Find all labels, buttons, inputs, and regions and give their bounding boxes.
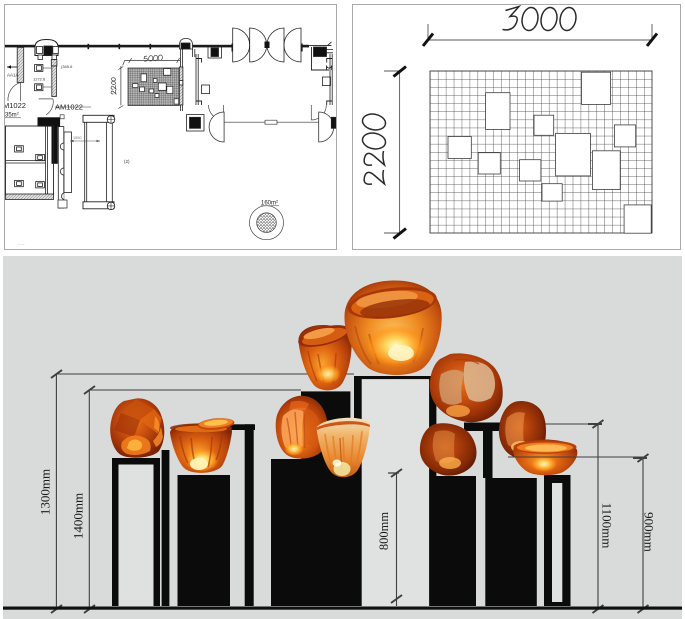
svg-text:1272.6: 1272.6 — [33, 77, 46, 82]
svg-text:AA1A: AA1A — [7, 73, 19, 78]
svg-text:1300mm: 1300mm — [38, 469, 53, 515]
svg-text:1500: 1500 — [73, 136, 81, 140]
svg-text:(2): (2) — [124, 159, 130, 164]
svg-text:1100mm: 1100mm — [600, 503, 615, 549]
svg-text:M1022: M1022 — [5, 101, 26, 110]
svg-text:(345.6: (345.6 — [61, 64, 73, 69]
svg-text:160m2: 160m2 — [261, 199, 279, 207]
svg-text:800mm: 800mm — [377, 512, 391, 550]
svg-text:-- --: -- -- — [18, 241, 25, 246]
svg-text:900mm: 900mm — [642, 512, 657, 552]
svg-text:35m2: 35m2 — [5, 111, 20, 119]
svg-text:1400mm: 1400mm — [71, 493, 86, 539]
